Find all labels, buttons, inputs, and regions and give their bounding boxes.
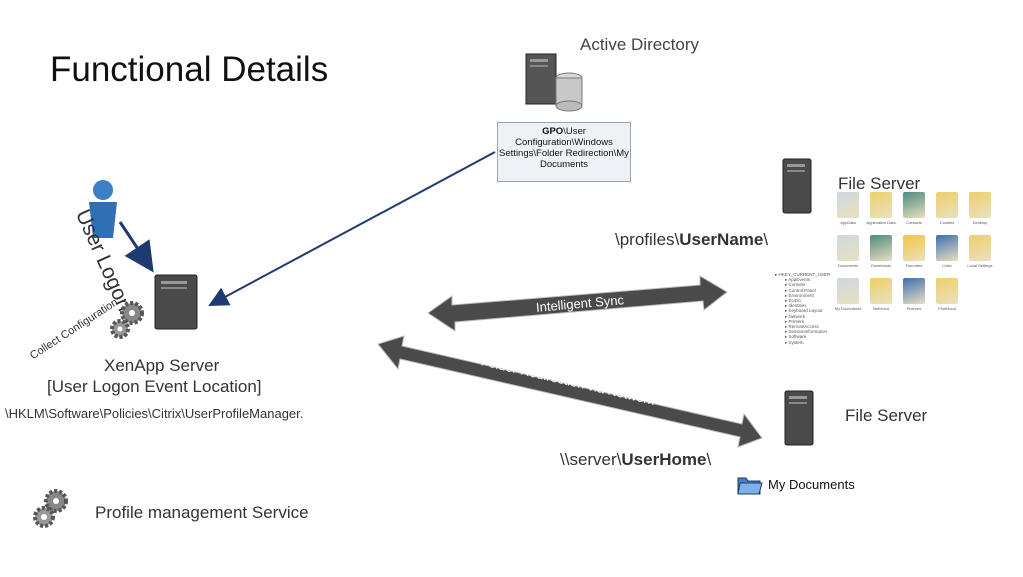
file-server-1-icon xyxy=(782,158,812,214)
userhome-path-prefix: \\server\ xyxy=(560,450,622,469)
registry-tree-item: ▸ Printers xyxy=(785,318,805,324)
file-server-2-icon xyxy=(784,390,814,446)
folder-icon xyxy=(903,192,925,218)
profile-folder-item: Desktop xyxy=(962,192,998,225)
registry-tree-item: ▸ Console xyxy=(785,282,806,288)
user-to-xenapp-arrow xyxy=(118,221,154,273)
profile-folder-item: Downloads xyxy=(863,235,899,268)
folder-icon xyxy=(903,278,925,304)
folder-label: My Documents xyxy=(834,306,862,311)
ad-to-xenapp-arrow xyxy=(208,151,496,306)
folder-label: NetHood xyxy=(873,306,889,311)
gears-icon xyxy=(110,301,144,339)
folder-redirection-arrow xyxy=(377,335,763,448)
profile-folder-item: Pictures xyxy=(896,278,932,311)
file-server-1-label: File Server xyxy=(838,174,921,193)
folder-icon xyxy=(936,235,958,261)
xenapp-subtitle: [User Logon Event Location] xyxy=(47,377,262,396)
folder-label: Documents xyxy=(837,263,859,268)
registry-tree-item: ▸ AppEvents xyxy=(785,277,811,283)
folder-icon xyxy=(969,235,991,261)
folder-label: Pictures xyxy=(906,306,922,311)
profile-folder-item: Documents xyxy=(830,235,866,268)
profiles-path: \profiles\UserName\ xyxy=(615,230,768,250)
file-server-2-label: File Server xyxy=(845,406,928,425)
folder-icon xyxy=(936,278,958,304)
profile-folder-item: Application Data xyxy=(863,192,899,225)
registry-tree-item: ▸ Environment xyxy=(785,292,814,298)
gpo-box: GPO\User Configuration\Windows Settings\… xyxy=(497,122,631,182)
gpo-path: \User Configuration\Windows Settings\Fol… xyxy=(499,126,629,170)
profile-folder-item: My Documents xyxy=(830,278,866,311)
profile-folders-grid: AppData Application Data Contacts Cookies De… xyxy=(830,192,1020,317)
registry-tree: ▸ HKEY_CURRENT_USER▸ AppEvents▸ Console▸… xyxy=(775,272,845,358)
profile-folder-item: PrintHood xyxy=(929,278,965,311)
intelligent-sync-arrow xyxy=(427,275,728,332)
gpo-bold: GPO xyxy=(542,126,564,137)
user-icon xyxy=(89,180,117,238)
xenapp-server-icon xyxy=(154,274,198,330)
registry-path: \HKLM\Software\Policies\Citrix\UserProfi… xyxy=(5,406,304,421)
folder-label: Downloads xyxy=(871,263,891,268)
my-documents-label: My Documents xyxy=(768,477,855,492)
page-title: Functional Details xyxy=(50,50,329,89)
folder-icon xyxy=(870,235,892,261)
registry-tree-item: ▸ EUDC xyxy=(785,298,802,304)
folder-label: Local Settings xyxy=(967,263,993,268)
registry-tree-item: ▸ System xyxy=(785,339,804,345)
profile-folder-item: AppData xyxy=(830,192,866,225)
registry-tree-item: ▸ Keyboard Layout xyxy=(785,308,823,314)
profiles-path-prefix: \profiles\ xyxy=(615,230,680,249)
active-directory-icon xyxy=(525,53,583,112)
folder-label: Contacts xyxy=(906,220,922,225)
registry-tree-item: ▸ Network xyxy=(785,313,806,319)
folder-label: Application Data xyxy=(866,220,896,225)
registry-tree-item: ▸ SessionInformation xyxy=(785,329,828,335)
folder-icon xyxy=(969,192,991,218)
my-documents-folder-icon xyxy=(737,477,763,495)
registry-tree-item: ▸ Software xyxy=(785,334,807,340)
folder-icon xyxy=(903,235,925,261)
registry-tree-item: ▸ Identities xyxy=(785,303,807,309)
userhome-path-suffix: \ xyxy=(706,450,712,469)
folder-label: AppData xyxy=(840,220,856,225)
folder-label: PrintHood xyxy=(938,306,956,311)
profile-service-gears-icon xyxy=(33,489,68,528)
active-directory-label: Active Directory xyxy=(580,35,700,54)
profile-folder-item: Cookies xyxy=(929,192,965,225)
folder-icon xyxy=(870,192,892,218)
folder-icon xyxy=(837,192,859,218)
profile-folder-item: NetHood xyxy=(863,278,899,311)
userhome-path: \\server\UserHome\ xyxy=(560,450,711,470)
folder-icon xyxy=(936,192,958,218)
folder-label: Favorites xyxy=(905,263,923,268)
profiles-path-suffix: \ xyxy=(763,230,769,249)
profile-folder-item: Favorites xyxy=(896,235,932,268)
userhome-path-userhome: UserHome xyxy=(621,450,707,469)
folder-icon xyxy=(837,235,859,261)
xenapp-title: XenApp Server xyxy=(104,356,220,375)
folder-label: Links xyxy=(942,263,952,268)
profile-folder-item: Links xyxy=(929,235,965,268)
profile-service-label: Profile management Service xyxy=(95,503,309,522)
folder-icon xyxy=(837,278,859,304)
profile-folder-item: Local Settings xyxy=(962,235,998,268)
profiles-path-username: UserName xyxy=(679,230,764,249)
folder-label: Desktop xyxy=(972,220,988,225)
folder-icon xyxy=(870,278,892,304)
folder-label: Cookies xyxy=(939,220,955,225)
profile-folder-item: Contacts xyxy=(896,192,932,225)
registry-tree-item: ▸ Control Panel xyxy=(785,287,816,293)
registry-tree-item: ▸ RemoteAccess xyxy=(785,324,819,330)
registry-tree-item: ▸ HKEY_CURRENT_USER xyxy=(775,272,831,277)
